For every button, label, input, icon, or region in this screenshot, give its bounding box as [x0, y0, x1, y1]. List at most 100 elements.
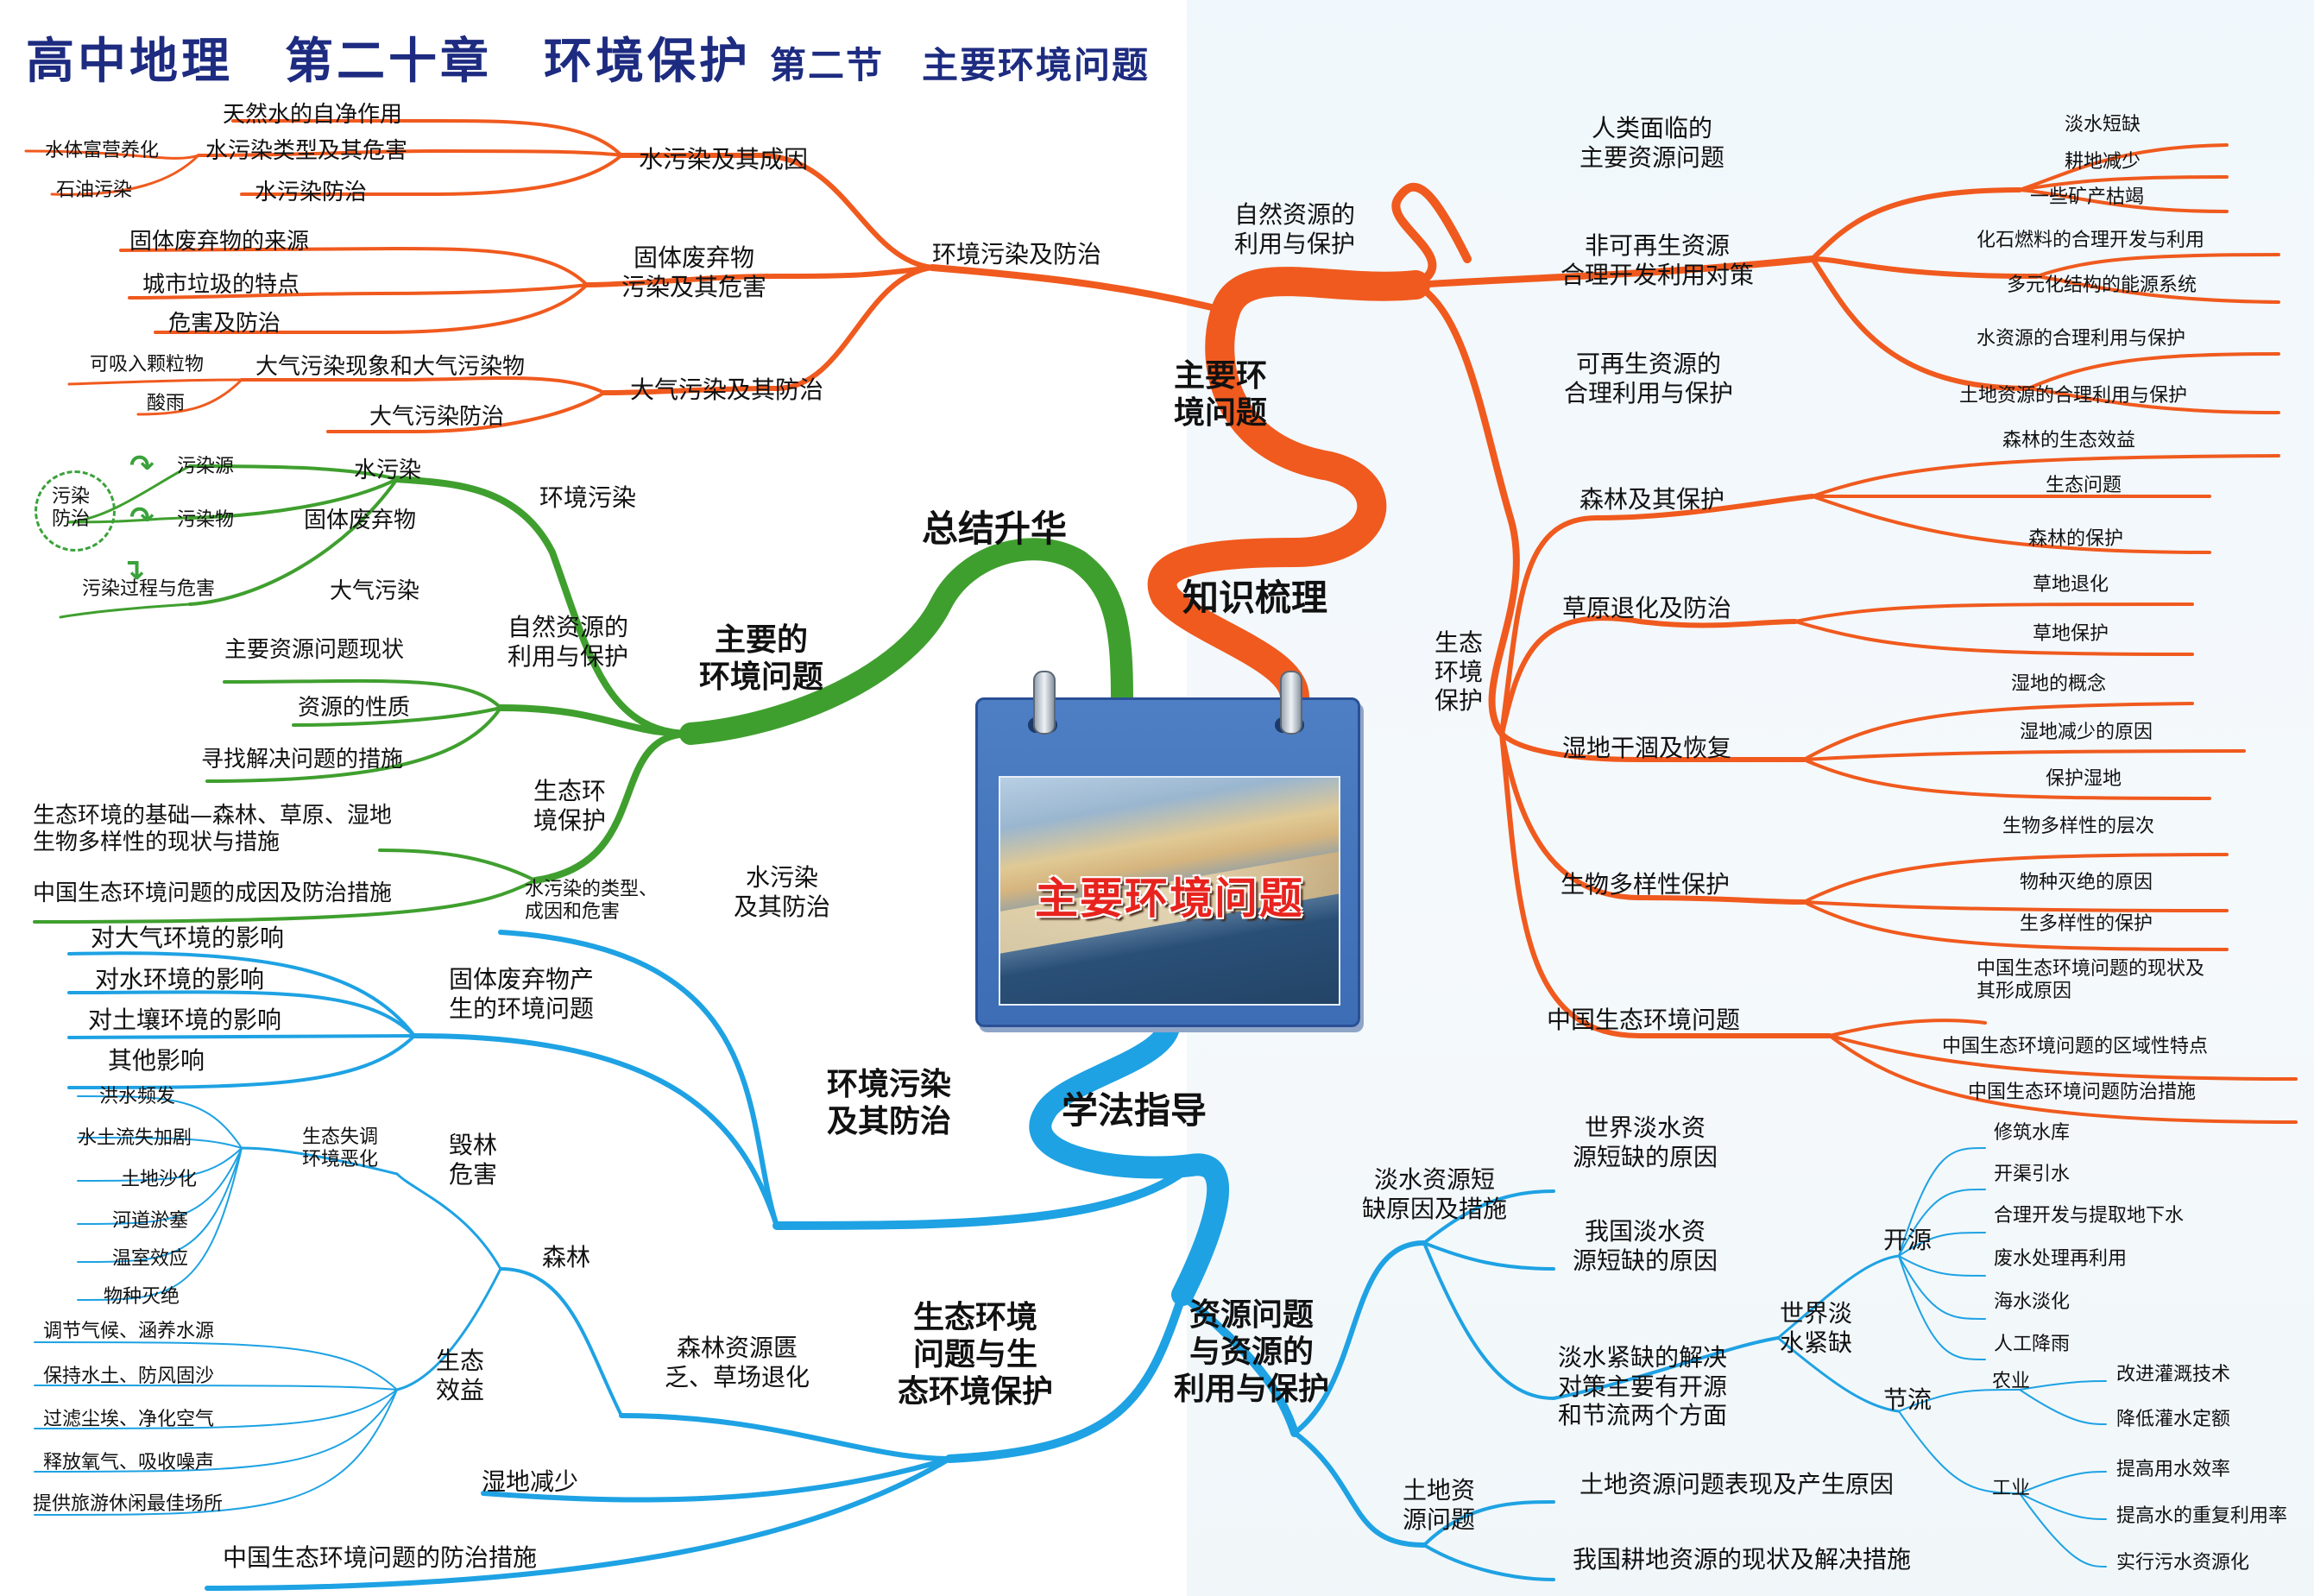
harm-item: 水土流失加剧 — [78, 1127, 192, 1149]
grass-item: 草地保护 — [2033, 623, 2109, 645]
eco-benefit: 生态效益 — [436, 1347, 485, 1404]
branch-line — [24, 149, 200, 160]
natural-resources: 自然资源的利用与保护 — [1234, 200, 1356, 258]
branch-line — [1422, 1500, 1555, 1547]
branch-line — [326, 391, 606, 434]
resource-item: 耕地减少 — [2065, 151, 2141, 173]
land-item: 土地资源问题表现及产生原因 — [1579, 1470, 1895, 1498]
branch-line — [1499, 731, 1806, 763]
branch-line — [499, 1267, 623, 1417]
biodiversity: 生物多样性保护 — [1561, 870, 1731, 899]
branch-line — [59, 602, 192, 619]
branch-line — [412, 1033, 779, 1228]
branch-line — [67, 951, 416, 1038]
agri-item: 改进灌溉技术 — [2116, 1364, 2231, 1385]
branch-line — [2035, 274, 2280, 304]
branch-line — [1499, 731, 1832, 1039]
resource-problem: 人类面临的主要资源问题 — [1579, 114, 1725, 172]
air-item: 大气污染现象和大气污染物 — [255, 354, 526, 380]
resource-item: 淡水短缺 — [2065, 114, 2141, 136]
green-pollution-item: 大气污染 — [330, 578, 420, 604]
branch-line — [240, 154, 623, 197]
renewable-item: 水资源的合理利用与保护 — [1977, 328, 2186, 350]
kaiyuan-item: 废水处理再利用 — [1994, 1248, 2128, 1270]
branch-line — [1422, 1241, 1555, 1271]
solid-item: 固体废弃物的来源 — [129, 229, 310, 255]
air-pollution: 大气污染及其防治 — [630, 375, 824, 404]
china-eco: 中国生态环境问题 — [1547, 1006, 1741, 1034]
harm-item: 土地沙化 — [121, 1169, 198, 1190]
blue-eco: 生态环境问题与生态环境保护 — [898, 1300, 1054, 1410]
branch-line — [1794, 620, 2194, 656]
branch-line — [188, 464, 399, 481]
forest-item: 森林的保护 — [2028, 528, 2124, 550]
chapter-title: 高中地理 第二十章 环境保护 — [26, 34, 751, 90]
branch-line — [1802, 702, 2194, 761]
kaiyuan-item: 海水淡化 — [1994, 1291, 2071, 1313]
renewable: 可再生资源的合理利用与保护 — [1564, 350, 1734, 407]
agriculture: 农业 — [1992, 1371, 2031, 1392]
branch-line — [1898, 1255, 1986, 1320]
branch-line — [1499, 731, 1806, 905]
blue-branch-pollution — [772, 1161, 1195, 1230]
branch-line — [240, 1146, 399, 1176]
orange-link — [1391, 182, 1472, 289]
harm-item: 河道淤塞 — [112, 1210, 189, 1232]
branch-line — [1499, 615, 1798, 736]
forest-node: 森林 — [542, 1243, 591, 1271]
green-main: 主要的环境问题 — [699, 622, 824, 696]
knowledge-trunk — [1147, 267, 1430, 712]
branch-line — [378, 848, 537, 882]
wetland-item: 湿地减少的原因 — [2020, 722, 2153, 743]
branch-line — [498, 930, 779, 1228]
branch-line — [1898, 1147, 1986, 1257]
grassland: 草原退化及防治 — [1562, 594, 1732, 622]
benefit-item: 提供旅游休闲最佳场所 — [33, 1493, 224, 1515]
pollution-process: 污染过程与危害 — [82, 578, 216, 600]
solid-pollution: 固体废弃物污染及其危害 — [621, 243, 767, 301]
branch-line — [1828, 1034, 2298, 1124]
water-item: 水污染防治 — [255, 180, 368, 205]
center-topic: 主要环境问题 — [1035, 874, 1304, 924]
branch-line — [1810, 256, 2040, 279]
branch-line — [34, 1389, 398, 1473]
hub-method: 学法指导 — [1062, 1089, 1207, 1132]
kaiyuan-item: 合理开发与提取地下水 — [1994, 1205, 2185, 1227]
branch-line — [1292, 1430, 1427, 1548]
branch-line — [67, 1034, 416, 1089]
deforestation: 毁林危害 — [449, 1131, 498, 1189]
air-item: 大气污染防治 — [369, 404, 505, 430]
branch-line — [602, 265, 935, 395]
grass-item: 草地退化 — [2033, 574, 2109, 596]
branch-line — [1898, 1232, 1986, 1257]
branch-line — [1811, 454, 2280, 498]
bio-item: 生物多样性的层次 — [2002, 816, 2155, 837]
water-sub: 水体富营养化 — [45, 140, 160, 161]
industry-item: 提高水的重复利用率 — [2116, 1505, 2288, 1527]
forest-shortage: 森林资源匮乏、草场退化 — [665, 1334, 810, 1391]
branch-line — [33, 879, 537, 924]
blue-pollution: 环境污染及其防治 — [827, 1067, 952, 1140]
green-resource-item: 资源的性质 — [298, 695, 411, 721]
forest-protection: 森林及其保护 — [1579, 485, 1725, 514]
branch-line — [128, 283, 589, 300]
wetland: 湿地干涸及恢复 — [1562, 734, 1732, 762]
harm-item: 温室效应 — [112, 1248, 189, 1270]
branch-line — [77, 1147, 243, 1263]
china-item: 中国生态环境问题防治措施 — [1968, 1082, 2197, 1103]
orange-branch-eco — [1412, 281, 1520, 737]
blue-branch-resources — [1178, 1290, 1299, 1437]
branch-line — [1898, 1410, 2021, 1494]
branch-line — [34, 1389, 398, 1516]
orange-pollution: 环境污染及防治 — [932, 240, 1102, 268]
section-title: 第二节 主要环境问题 — [770, 44, 1151, 86]
branch-line — [2027, 387, 2280, 414]
wetland-item: 保护湿地 — [2046, 768, 2122, 790]
blue-branch-eco — [945, 1290, 1187, 1463]
green-pollution-item: 水污染 — [354, 457, 422, 483]
branch-line — [1810, 256, 2031, 391]
branch-line — [1898, 1189, 1986, 1257]
branch-line — [2018, 143, 2229, 192]
wetland-item: 湿地的概念 — [2011, 673, 2107, 695]
